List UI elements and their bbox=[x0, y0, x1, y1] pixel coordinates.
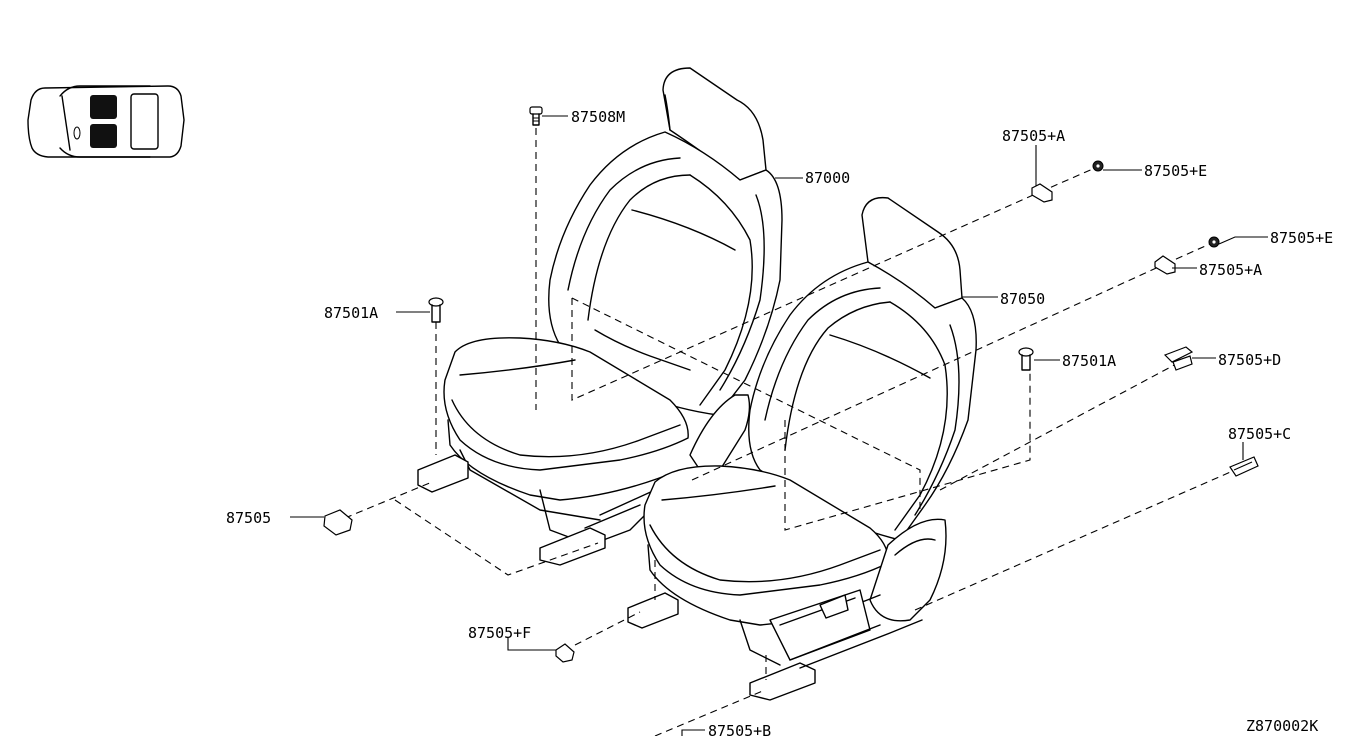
label-87505F: 87505+F bbox=[468, 624, 531, 642]
label-87501A-left: 87501A bbox=[324, 304, 378, 322]
label-87505B: 87505+B bbox=[708, 722, 771, 736]
part-87505D-cover bbox=[1163, 346, 1194, 371]
callout-labels: 87508M 87000 87505+A 87505+E 87505+E 875… bbox=[226, 108, 1333, 736]
part-87505F-cover bbox=[555, 643, 575, 663]
label-87501A-right: 87501A bbox=[1062, 352, 1116, 370]
label-87508M: 87508M bbox=[571, 108, 625, 126]
part-87505A-clip-1 bbox=[1031, 180, 1053, 203]
reference-lines bbox=[344, 128, 1236, 736]
front-right-seat-marker bbox=[90, 124, 117, 148]
part-87505C-cover bbox=[1229, 456, 1259, 477]
label-87505E-1: 87505+E bbox=[1144, 162, 1207, 180]
label-87505D: 87505+D bbox=[1218, 351, 1281, 369]
label-87505A-2: 87505+A bbox=[1199, 261, 1262, 279]
label-87000: 87000 bbox=[805, 169, 850, 187]
leader-lines bbox=[290, 115, 1268, 736]
front-left-seat-marker bbox=[90, 95, 117, 119]
rear-seat-outline bbox=[130, 93, 159, 150]
part-87505E-nut-1 bbox=[1092, 160, 1104, 172]
label-87050: 87050 bbox=[1000, 290, 1045, 308]
seat-87050 bbox=[627, 196, 977, 701]
part-87508M-screw bbox=[529, 106, 543, 126]
label-87505E-2: 87505+E bbox=[1270, 229, 1333, 247]
part-87501A-bolt-left bbox=[428, 297, 444, 323]
part-87505E-nut-2 bbox=[1208, 236, 1220, 248]
seat-87000 bbox=[417, 67, 783, 566]
diagram-id: Z870002K bbox=[1246, 717, 1318, 735]
small-parts bbox=[323, 106, 1259, 663]
part-87505-cover bbox=[323, 509, 353, 536]
vehicle-locator bbox=[27, 85, 185, 158]
part-87501A-bolt-right bbox=[1018, 347, 1034, 371]
part-87505A-clip-2 bbox=[1154, 255, 1176, 275]
label-87505: 87505 bbox=[226, 509, 271, 527]
label-87505A-1: 87505+A bbox=[1002, 127, 1065, 145]
label-87505C: 87505+C bbox=[1228, 425, 1291, 443]
